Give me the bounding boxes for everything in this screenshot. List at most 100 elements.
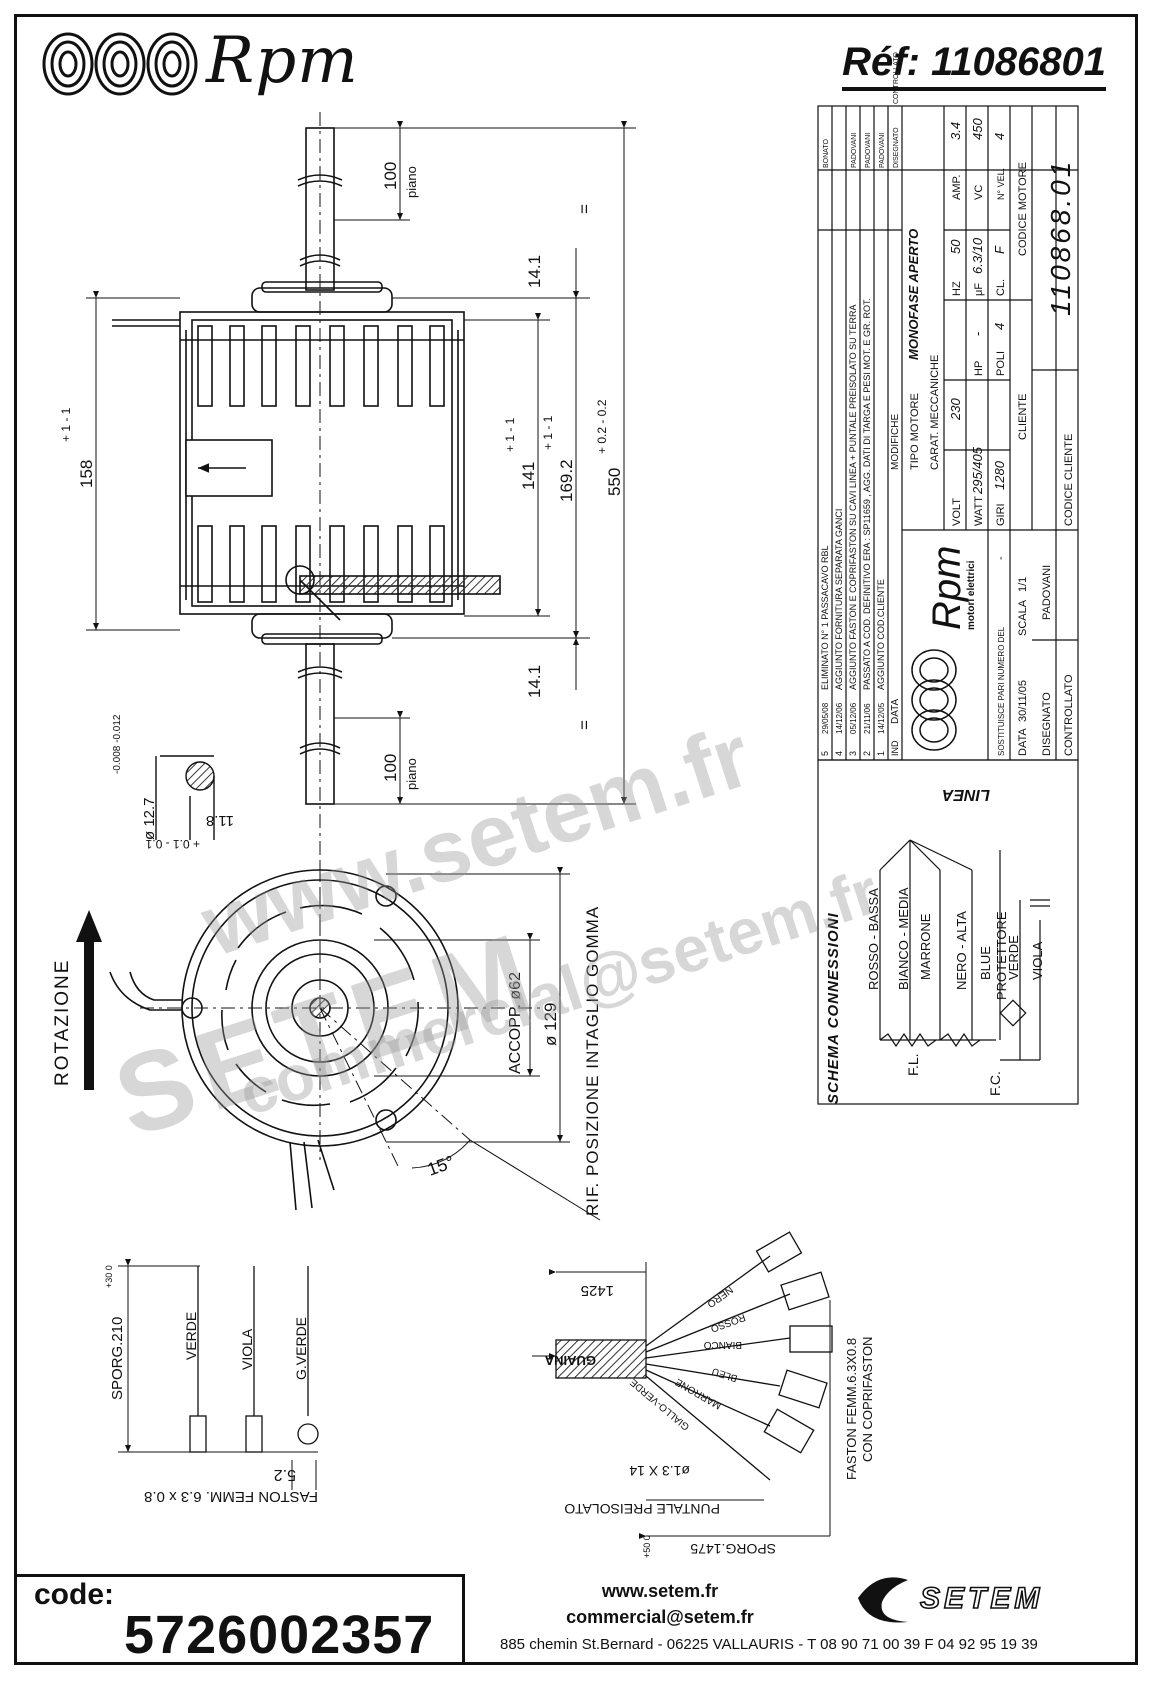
ground-sporg: SPORG.210 (109, 1317, 126, 1400)
revision-number: 1 (876, 751, 886, 756)
rev-header-checked: CONTROLLATO (893, 52, 900, 104)
cable-wire-label: ROSSO (709, 1311, 747, 1334)
dim-169: 169.2 (557, 459, 576, 502)
codice-motore: 110868.01 (1045, 159, 1076, 316)
controllato-label: CONTROLLATO (1063, 674, 1075, 756)
ground-d52: 5.2 (274, 1466, 296, 1483)
giri-value: 1280 (992, 460, 1007, 490)
rev-header-ind: IND (890, 740, 900, 756)
ground-label-viola: VIOLA (239, 1328, 255, 1370)
shaft-tolerance: -0.008 -0.012 (112, 714, 123, 774)
rotazione-label: ROTAZIONE (52, 959, 73, 1086)
front-view-labels: ROTAZIONE ACCOPP. ø62 ø 129 RIF. POSIZIO… (52, 906, 602, 1216)
hz-value: 50 (948, 239, 963, 254)
cable-sporg: SPORG.1475 (690, 1541, 776, 1557)
shaft-labels: ø 12.7 -0.008 -0.012 11.8 + 0.1 - 0.1 (112, 714, 234, 851)
reference-number: Réf: 11086801 (842, 40, 1106, 91)
volt-value: 230 (948, 398, 963, 421)
revision-text: AGGIUNTO FASTON E COPRIFASTON SU CAVI LI… (848, 304, 858, 690)
data-label: DATA (1017, 728, 1029, 756)
cable-faston: FASTON FEMM.6.3X0.8 (844, 1338, 859, 1480)
fc-label: F.C. (987, 1071, 1003, 1096)
wire-label: VERDE (1006, 935, 1021, 980)
revision-number: 4 (834, 751, 844, 756)
cl-value: F (992, 245, 1007, 254)
data-value: 30/11/05 (1017, 680, 1029, 722)
side-dimensions (86, 121, 636, 805)
revision-date: 05/12/06 (849, 702, 858, 734)
title-block (817, 105, 1079, 761)
revision-date: 14/12/05 (877, 702, 886, 734)
dim-eq-bot: = (575, 720, 594, 730)
scala-value: 1/1 (1017, 577, 1029, 592)
shaft-section (155, 755, 215, 840)
ground-wire-labels: SPORG.210 +30 0 VERDE VIOLA G.VERDE 5.2 … (104, 1265, 318, 1505)
address: 885 chemin St.Bernard - 06225 VALLAURIS … (500, 1636, 1038, 1653)
dim-14-top: 14.1 (525, 255, 544, 288)
cable-labels: 1425 GUAINA NEROROSSOBIANCOBLEUMARRONEGI… (544, 1282, 875, 1558)
drawing-frame (14, 14, 1138, 1665)
disegnato-value: PADOVANI (1041, 565, 1053, 620)
cable-puntale-size: ø1.3 X 14 (629, 1463, 690, 1479)
website-link[interactable]: www.setem.fr (601, 1581, 719, 1601)
code-box (16, 1574, 465, 1663)
ground-label-gverde: G.VERDE (293, 1317, 309, 1380)
poli-label: POLI (995, 351, 1007, 376)
rev-header-date: DATA (890, 698, 901, 724)
nvel-value: 4 (992, 133, 1007, 140)
contact-block: www.setem.fr commercial@setem.fr (560, 1578, 760, 1630)
dim-piano-top: piano (404, 166, 419, 198)
side-view (112, 112, 501, 1000)
scala-label: SCALA (1017, 599, 1029, 636)
code-label: code: (34, 1578, 115, 1611)
codice-cliente-label: CODICE CLIENTE (1063, 434, 1075, 526)
giri-label: GIRI (995, 503, 1007, 526)
dim-141-tol: + 1 - 1 (503, 417, 517, 452)
rev-header-mod: MODIFICHE (890, 414, 901, 470)
schema-title: SCHEMA CONNESSIONI (825, 912, 842, 1104)
linea-label: LINEA (942, 786, 990, 803)
rif-label: RIF. POSIZIONE INTAGLIO GOMMA (583, 906, 602, 1216)
sostituisce-label: SOSTITUISCE PARI NUMERO DEL (997, 626, 1006, 756)
wire-label: BIANCO - MEDIA (896, 887, 911, 990)
setem-swirl-icon (858, 1577, 908, 1623)
email-link[interactable]: commercial@setem.fr (566, 1607, 754, 1627)
revision-number: 3 (848, 751, 858, 756)
amp-label: AMP. (951, 175, 963, 200)
carat-label: CARAT. MECCANICHE (929, 355, 941, 470)
dim-100-top: 100 (381, 162, 400, 190)
hp-label: HP (973, 361, 985, 376)
watt-label: WATT (973, 496, 985, 526)
dim-550-tol: + 0.2 - 0.2 (595, 399, 609, 454)
cl-label: CL. (995, 279, 1007, 296)
poli-value: 4 (992, 323, 1007, 330)
revision-text: ELIMINATO N° 1 PASSACAVO RBL (820, 546, 830, 690)
brand-name: Rpm (206, 24, 359, 98)
dim-169-tol: + 1 - 1 (541, 415, 555, 450)
ground-label-verde: VERDE (183, 1312, 199, 1360)
cable-wire-label: BLEU (711, 1365, 739, 1384)
ground-wires (118, 1259, 319, 1490)
setem-logo-text: SETEM (919, 1581, 1044, 1616)
revision-number: 2 (862, 751, 872, 756)
rpm-logo-icon (42, 32, 198, 96)
wiring-labels: SCHEMA CONNESSIONI LINEA ROSSO - BASSA BI… (825, 786, 1045, 1104)
rev-header-drawn: DISEGNATO (893, 127, 900, 168)
uf-label: μF (973, 283, 985, 296)
sostituisce-value: - (995, 556, 1007, 560)
wire-label: NERO - ALTA (954, 911, 969, 990)
cliente-label: CLIENTE (1017, 394, 1029, 440)
flat-tol: + 0.1 - 0.1 (145, 837, 200, 851)
revision-text: PASSATO A COD. DEFINITIVO ERA : SP11659 … (862, 298, 872, 690)
revision-date: 29/05/08 (821, 702, 830, 734)
revision-drawn: BONATO (823, 139, 830, 168)
hz-label: HZ (951, 281, 963, 296)
ground-faston: FASTON FEMM. 6.3 x 0.8 (144, 1488, 318, 1505)
tipo-motore-label: TIPO MOTORE (909, 393, 921, 470)
dim-141: 141 (519, 462, 538, 490)
wire-label: ROSSO - BASSA (866, 888, 881, 990)
front-view (109, 860, 601, 1221)
dim-eq-top: = (575, 204, 594, 214)
